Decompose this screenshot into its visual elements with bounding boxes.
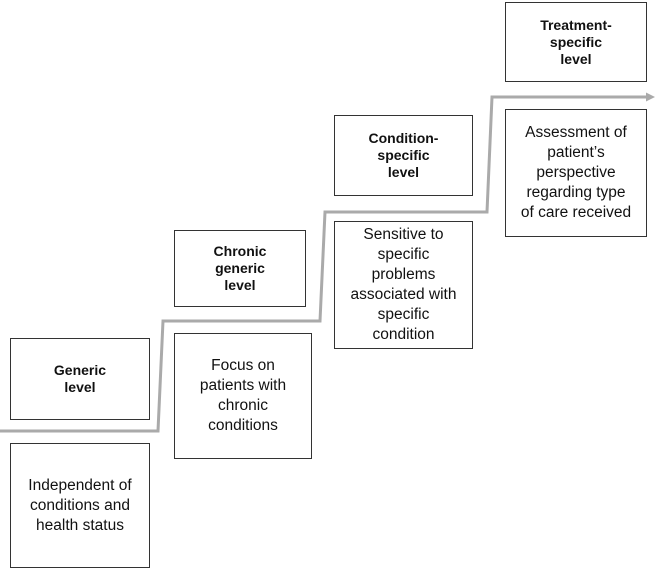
condition-specific-level-box: Condition- specific level bbox=[334, 115, 473, 196]
generic-level-title: Generic level bbox=[53, 362, 107, 395]
condition-specific-level-description: Sensitive to specific problems associate… bbox=[350, 226, 457, 343]
staircase-path bbox=[0, 92, 655, 433]
generic-level-description: Independent of conditions and health sta… bbox=[28, 476, 132, 534]
generic-level-description-box: Independent of conditions and health sta… bbox=[10, 443, 150, 568]
treatment-specific-level-description-box: Assessment of patient’s perspective rega… bbox=[505, 109, 647, 237]
condition-specific-level-title: Condition- specific level bbox=[368, 130, 439, 180]
condition-specific-level-description-box: Sensitive to specific problems associate… bbox=[334, 221, 473, 349]
treatment-specific-level-title: Treatment- specific level bbox=[540, 16, 612, 67]
treatment-specific-level-description: Assessment of patient’s perspective rega… bbox=[520, 124, 632, 221]
chronic-generic-level-description: Focus on patients with chronic condition… bbox=[199, 357, 287, 434]
chronic-generic-level-box: Chronic generic level bbox=[174, 230, 306, 307]
treatment-specific-level-box: Treatment- specific level bbox=[505, 2, 647, 82]
chronic-generic-level-description-box: Focus on patients with chronic condition… bbox=[174, 333, 312, 459]
generic-level-box: Generic level bbox=[10, 338, 150, 420]
chronic-generic-level-title: Chronic generic level bbox=[213, 243, 267, 293]
